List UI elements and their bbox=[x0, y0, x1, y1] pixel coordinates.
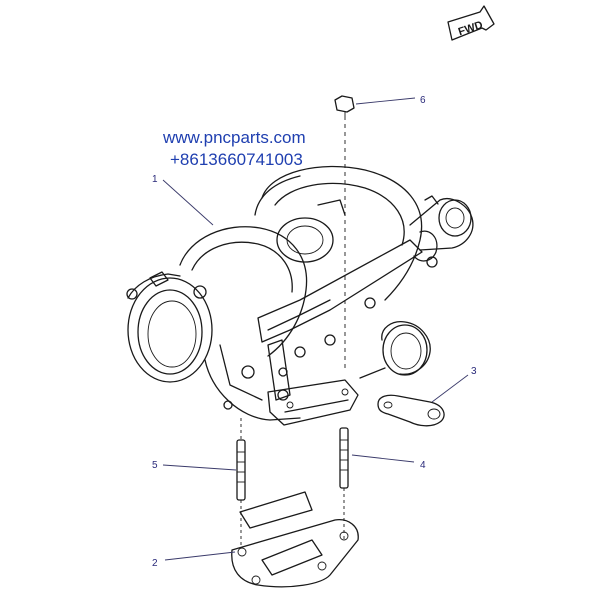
callout-1: 1 bbox=[152, 174, 158, 185]
callout-6: 6 bbox=[420, 95, 426, 106]
leader-5 bbox=[162, 464, 237, 471]
leader-2 bbox=[164, 551, 236, 561]
watermark-website: www.pncparts.com bbox=[163, 128, 306, 147]
gasket-part-3 bbox=[377, 394, 445, 427]
leader-4 bbox=[351, 454, 415, 463]
leader-3 bbox=[431, 374, 469, 403]
callout-5: 5 bbox=[152, 460, 158, 471]
turbocharger-part-1 bbox=[126, 165, 474, 426]
leader-6 bbox=[355, 97, 416, 105]
fwd-arrow-icon: FWD bbox=[447, 5, 495, 41]
callout-4: 4 bbox=[420, 460, 426, 471]
stud-part-5 bbox=[236, 418, 246, 548]
leader-1 bbox=[162, 179, 214, 226]
fwd-label: FWD bbox=[457, 19, 485, 38]
watermark-phone: +8613660741003 bbox=[170, 150, 303, 169]
stud-part-4 bbox=[339, 427, 349, 540]
nut-part-6 bbox=[334, 95, 355, 370]
gasket-part-2 bbox=[231, 491, 359, 588]
callout-3: 3 bbox=[471, 366, 477, 377]
callout-2: 2 bbox=[152, 558, 158, 569]
